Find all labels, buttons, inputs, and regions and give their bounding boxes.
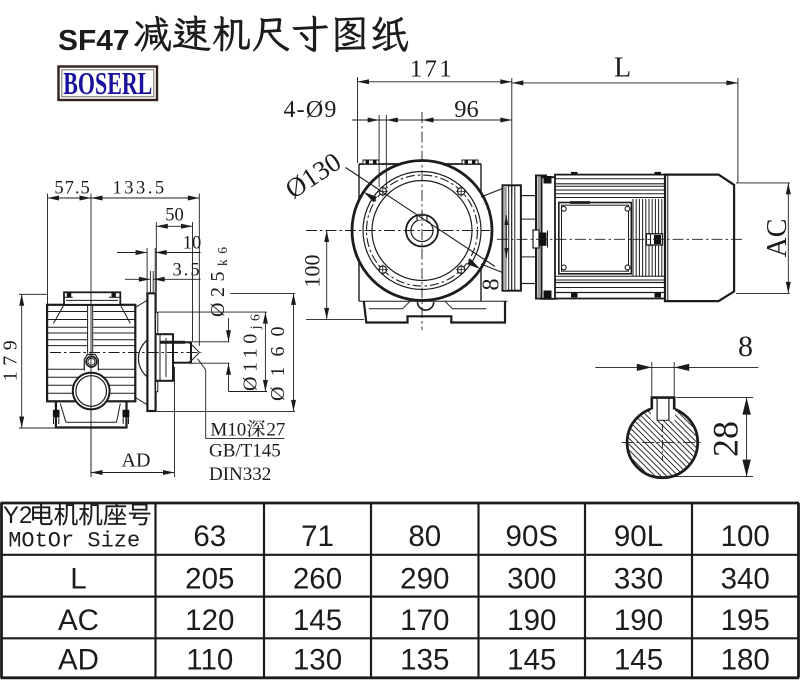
svg-text:Y2: Y2: [3, 502, 32, 529]
svg-text:8: 8: [738, 330, 753, 363]
svg-text:MOtOr Size: MOtOr Size: [8, 529, 140, 554]
svg-text:145: 145: [507, 644, 556, 677]
svg-text:133.5: 133.5: [112, 179, 166, 199]
svg-text:Ø25k6: Ø25k6: [207, 242, 230, 317]
svg-text:100: 100: [300, 255, 325, 288]
svg-text:190: 190: [507, 604, 556, 637]
svg-text:205: 205: [185, 563, 234, 596]
svg-text:M10: M10: [210, 420, 246, 441]
svg-text:190: 190: [614, 604, 663, 637]
svg-text:SF47: SF47: [58, 25, 130, 57]
svg-text:10: 10: [183, 234, 202, 254]
svg-text:L: L: [70, 563, 86, 596]
svg-text:Ø160: Ø160: [267, 317, 289, 401]
svg-text:171: 171: [410, 56, 454, 83]
svg-text:340: 340: [721, 563, 770, 596]
svg-text:80: 80: [408, 520, 441, 553]
svg-text:170: 170: [400, 604, 449, 637]
svg-text:BOSERL: BOSERL: [63, 65, 152, 101]
svg-text:300: 300: [507, 563, 556, 596]
svg-text:AD: AD: [122, 450, 151, 472]
svg-text:290: 290: [400, 563, 449, 596]
svg-text:8: 8: [479, 279, 505, 291]
svg-text:Ø130: Ø130: [280, 146, 347, 204]
svg-text:AC: AC: [58, 604, 99, 637]
svg-text:57.5: 57.5: [54, 179, 90, 199]
svg-text:90S: 90S: [506, 520, 559, 553]
svg-text:260: 260: [293, 563, 342, 596]
svg-text:330: 330: [614, 563, 663, 596]
svg-text:179: 179: [0, 335, 22, 382]
svg-text:110: 110: [186, 644, 233, 677]
svg-text:Ø110j6: Ø110j6: [240, 310, 263, 391]
svg-text:4-Ø9: 4-Ø9: [283, 97, 337, 123]
svg-text:71: 71: [301, 520, 334, 553]
svg-text:50: 50: [165, 206, 184, 226]
svg-text:145: 145: [293, 604, 342, 637]
svg-text:27: 27: [266, 420, 285, 441]
svg-text:135: 135: [400, 644, 449, 677]
svg-text:AD: AD: [58, 644, 99, 677]
svg-text:130: 130: [293, 644, 342, 677]
svg-text:195: 195: [721, 604, 770, 637]
svg-text:63: 63: [193, 520, 226, 553]
svg-text:180: 180: [721, 644, 770, 677]
svg-text:120: 120: [185, 604, 234, 637]
svg-text:AC: AC: [762, 219, 793, 258]
svg-text:100: 100: [721, 520, 770, 553]
svg-text:90L: 90L: [614, 520, 663, 553]
svg-text:GB/T145: GB/T145: [209, 440, 281, 461]
svg-text:145: 145: [614, 644, 663, 677]
svg-text:DIN332: DIN332: [209, 464, 271, 485]
svg-text:96: 96: [454, 96, 479, 123]
svg-text:L: L: [614, 53, 631, 84]
svg-text:3.5: 3.5: [172, 261, 201, 281]
svg-text:28: 28: [706, 421, 746, 457]
